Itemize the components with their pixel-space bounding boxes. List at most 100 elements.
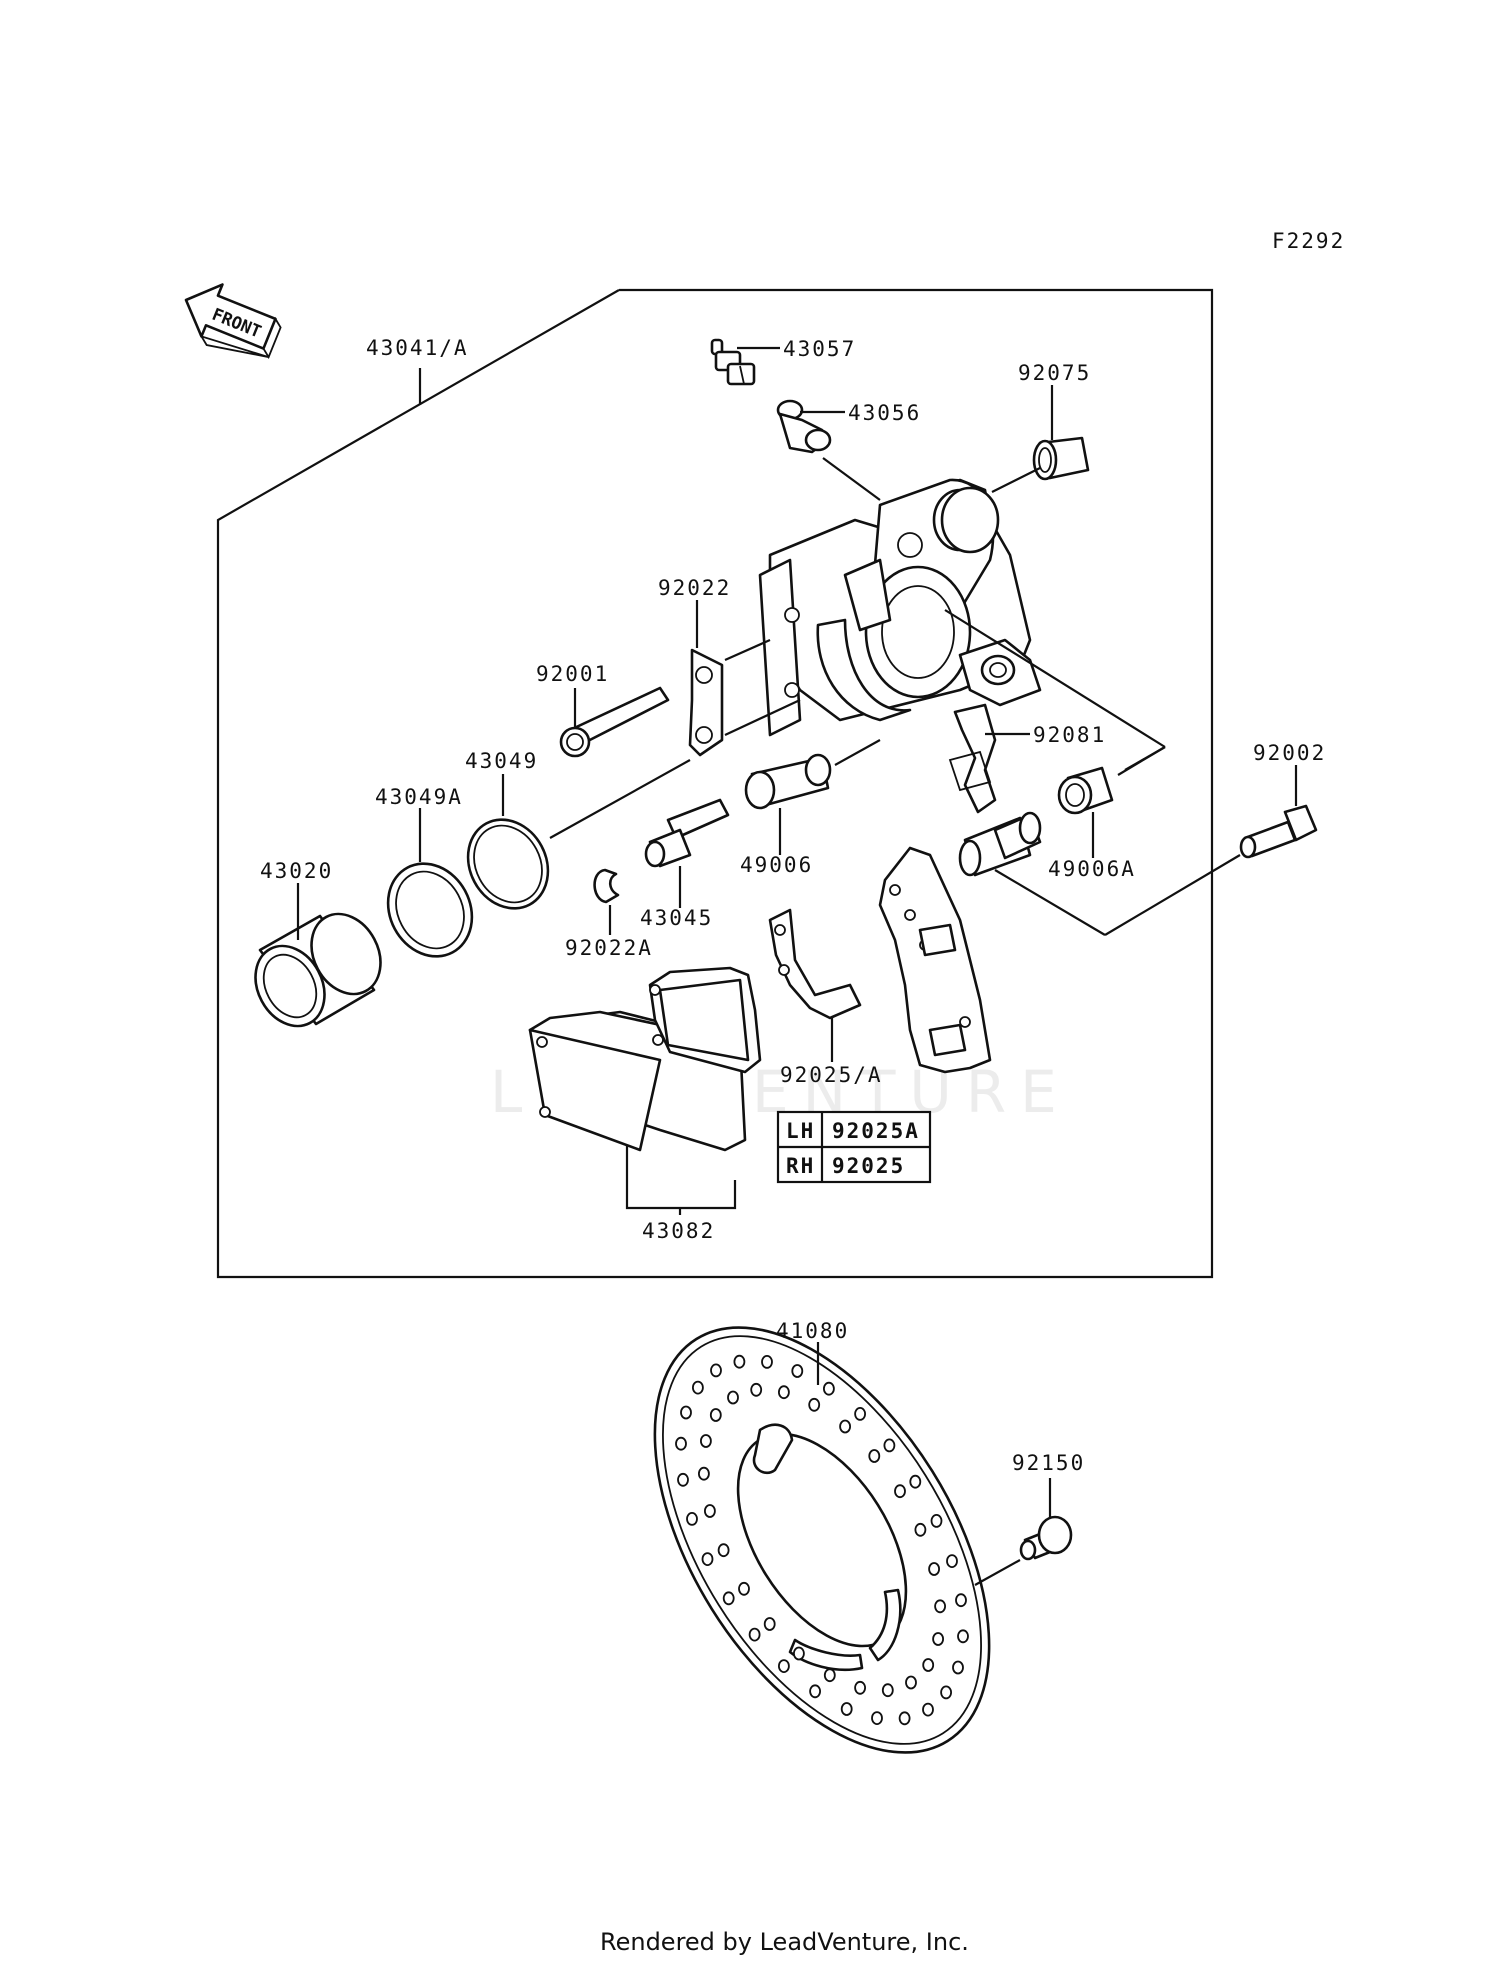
disc-hole (883, 1438, 896, 1453)
disc-hole (946, 1554, 958, 1568)
disc-hole (898, 1711, 911, 1726)
pin-bolt-92001 (559, 686, 670, 758)
disc-hole (940, 1685, 952, 1700)
piston-43020 (254, 912, 382, 1028)
disc-bolt-92150 (1019, 1515, 1073, 1561)
anti-rattle-spring-92025 (768, 908, 862, 1020)
callout-43056: 43056 (848, 401, 921, 425)
disc-hole (761, 1355, 773, 1369)
disc-hole (778, 1659, 790, 1673)
callout-92150: 92150 (1012, 1451, 1085, 1475)
disc-hole (717, 1543, 730, 1558)
screw-43045 (644, 798, 730, 868)
caliper-body (758, 478, 1042, 737)
callout-92025: 92025/A (780, 1063, 883, 1087)
disc-hole (928, 1562, 940, 1576)
disc-holes (675, 1354, 969, 1726)
brake-disc-41080 (653, 1326, 991, 1754)
callout-43041: 43041/A (366, 336, 469, 360)
disc-hole (809, 1684, 821, 1699)
disc-hole (750, 1382, 763, 1397)
bleeder-cap-43056 (776, 399, 832, 454)
diagram-code: F2292 (1272, 229, 1345, 253)
callout-92022: 92022 (658, 576, 731, 600)
dust-seal-43049A (386, 862, 474, 958)
callout-43049A: 43049A (375, 785, 463, 809)
disc-hole (698, 1466, 710, 1481)
callout-43020: 43020 (260, 859, 333, 883)
disc-hole (686, 1512, 698, 1526)
disc-hole (727, 1390, 739, 1405)
disc-hole (791, 1364, 804, 1378)
table-row-rh-part: 92025 (832, 1154, 905, 1178)
disc-hole (955, 1593, 967, 1608)
clip-92022A (593, 868, 620, 904)
disc-hole (692, 1380, 704, 1395)
callout-43045: 43045 (640, 906, 713, 930)
assembly-outline (216, 288, 1214, 1279)
disc-hole (930, 1514, 943, 1528)
brake-pads-43082 (528, 966, 762, 1152)
front-arrow-icon: FRONT (184, 283, 282, 360)
disc-hole (680, 1405, 692, 1420)
disc-hole (839, 1419, 851, 1434)
disc-hole (854, 1407, 866, 1421)
disc-hole (709, 1408, 722, 1422)
disc-hole (823, 1381, 835, 1396)
disc-hole (733, 1354, 746, 1369)
disc-hole (909, 1474, 922, 1489)
disc-hole (710, 1363, 722, 1378)
callout-49006A: 49006A (1048, 857, 1136, 881)
disc-hole (823, 1668, 836, 1683)
callout-49006: 49006 (740, 853, 813, 877)
disc-hole (934, 1599, 946, 1614)
disc-hole (871, 1711, 883, 1725)
footer-credit: Rendered by LeadVenture, Inc. (600, 1928, 969, 1956)
disc-hole (778, 1385, 790, 1400)
piston-seal-43049 (466, 818, 550, 910)
disc-hole (675, 1436, 687, 1451)
callout-92075: 92075 (1018, 361, 1091, 385)
disc-hole (957, 1629, 969, 1644)
callout-92001: 92001 (536, 662, 609, 686)
disc-hole (704, 1504, 716, 1518)
disc-hole (738, 1581, 750, 1596)
caliper-bracket (878, 811, 1042, 1074)
disc-hole (914, 1522, 927, 1537)
table-row-rh-side: RH (786, 1154, 815, 1178)
disc-hole (894, 1484, 906, 1499)
bolt-92002 (1239, 804, 1318, 859)
callout-43049: 43049 (465, 749, 538, 773)
disc-hole (868, 1449, 881, 1463)
pad-spring-92022 (688, 648, 724, 757)
disc-hole (793, 1646, 805, 1661)
callout-43057: 43057 (783, 337, 856, 361)
disc-hole (700, 1434, 712, 1448)
bleeder-valve-43057 (710, 338, 756, 386)
disc-hole (763, 1617, 776, 1631)
disc-hole (881, 1683, 894, 1698)
table-row-lh-side: LH (786, 1119, 815, 1143)
callout-92022A: 92022A (565, 936, 653, 960)
disc-hole (701, 1552, 714, 1566)
disc-hole (905, 1675, 917, 1690)
boot-92075 (1032, 436, 1090, 481)
disc-hole (677, 1472, 689, 1487)
disc-hole (922, 1702, 934, 1717)
disc-hole (722, 1591, 735, 1606)
clip-92081 (948, 703, 997, 814)
callout-92081: 92081 (1033, 723, 1106, 747)
pin-boot-49006 (744, 753, 832, 810)
callout-41080: 41080 (776, 1319, 849, 1343)
disc-hole (922, 1658, 935, 1672)
disc-hole (854, 1680, 866, 1695)
disc-hole (840, 1702, 853, 1716)
disc-hole (748, 1627, 761, 1642)
disc-hole (952, 1660, 964, 1675)
table-row-lh-part: 92025A (832, 1119, 920, 1143)
side-table: LH 92025A RH 92025 (776, 1110, 932, 1184)
disc-hole (808, 1397, 821, 1412)
pin-boot-49006A (1057, 766, 1114, 815)
callout-43082: 43082 (642, 1219, 715, 1243)
